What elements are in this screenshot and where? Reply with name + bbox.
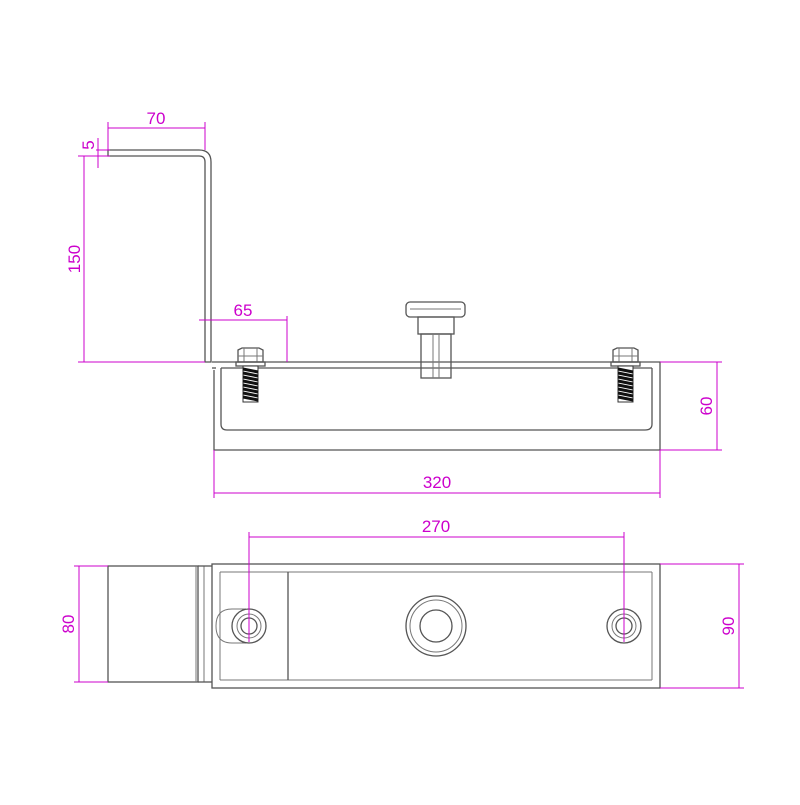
dim-270: 270 <box>248 517 625 642</box>
plan-left-bolt <box>215 608 267 644</box>
dim-label-150: 150 <box>65 245 84 273</box>
dim-label-320: 320 <box>423 473 451 492</box>
dim-label-5: 5 <box>79 140 98 149</box>
dim-label-270: 270 <box>422 517 450 536</box>
dim-label-60: 60 <box>697 397 716 416</box>
z-bracket-outline <box>107 149 212 363</box>
dim-90: 90 <box>660 563 744 689</box>
dim-80: 80 <box>59 565 108 683</box>
dim-label-65: 65 <box>234 301 253 320</box>
dim-65: 65 <box>199 301 288 362</box>
left-bolt <box>235 347 266 403</box>
plan-bracket <box>107 565 212 683</box>
right-bolt <box>610 347 641 403</box>
dim-label-90: 90 <box>719 617 738 636</box>
side-elevation-view: 70 5 150 65 60 <box>65 109 722 498</box>
dim-label-70: 70 <box>147 109 166 128</box>
center-knob <box>405 301 466 379</box>
dim-60: 60 <box>660 361 722 451</box>
plan-center-knob <box>405 595 467 657</box>
dim-150: 150 <box>65 155 205 363</box>
dim-320: 320 <box>213 450 661 498</box>
dim-70: 70 <box>107 109 206 150</box>
dim-label-80: 80 <box>59 615 78 634</box>
plan-channel <box>211 563 661 689</box>
u-channel <box>212 361 661 451</box>
plan-view: 270 80 90 <box>59 517 744 689</box>
